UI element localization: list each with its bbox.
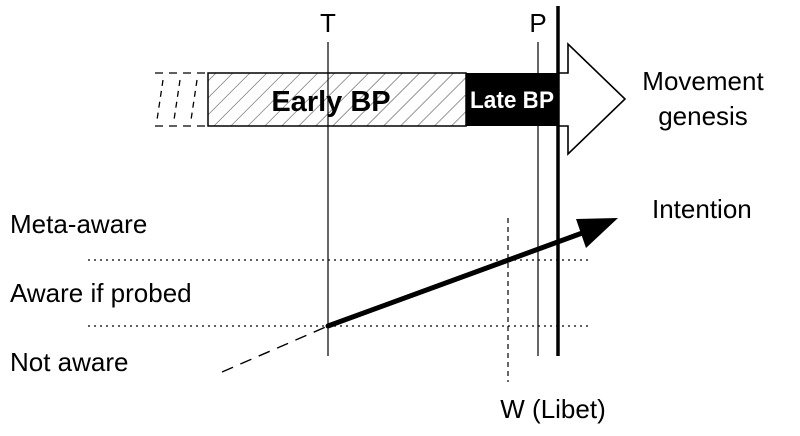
w-marker-label: W (Libet) <box>500 394 605 424</box>
bar-dashed-start <box>155 72 210 127</box>
movement-label-line1: Movement <box>642 66 764 96</box>
movement-arrow-head <box>557 42 627 156</box>
not-aware-label: Not aware <box>10 347 129 377</box>
movement-label-line2: genesis <box>658 101 748 131</box>
t-marker-label: T <box>320 8 336 38</box>
early-bp-label: Early BP <box>271 86 390 118</box>
intention-arrow-head <box>576 218 618 248</box>
intention-dashed-segment <box>221 325 329 373</box>
late-bp-label: Late BP <box>470 87 554 114</box>
early-bp-bar <box>207 72 467 127</box>
p-marker-label: P <box>529 8 546 38</box>
intention-label: Intention <box>652 194 752 224</box>
meta-aware-label: Meta-aware <box>10 209 147 239</box>
intention-line <box>325 229 588 329</box>
late-bp-bar <box>466 73 558 126</box>
aware-if-probed-label: Aware if probed <box>10 278 192 308</box>
